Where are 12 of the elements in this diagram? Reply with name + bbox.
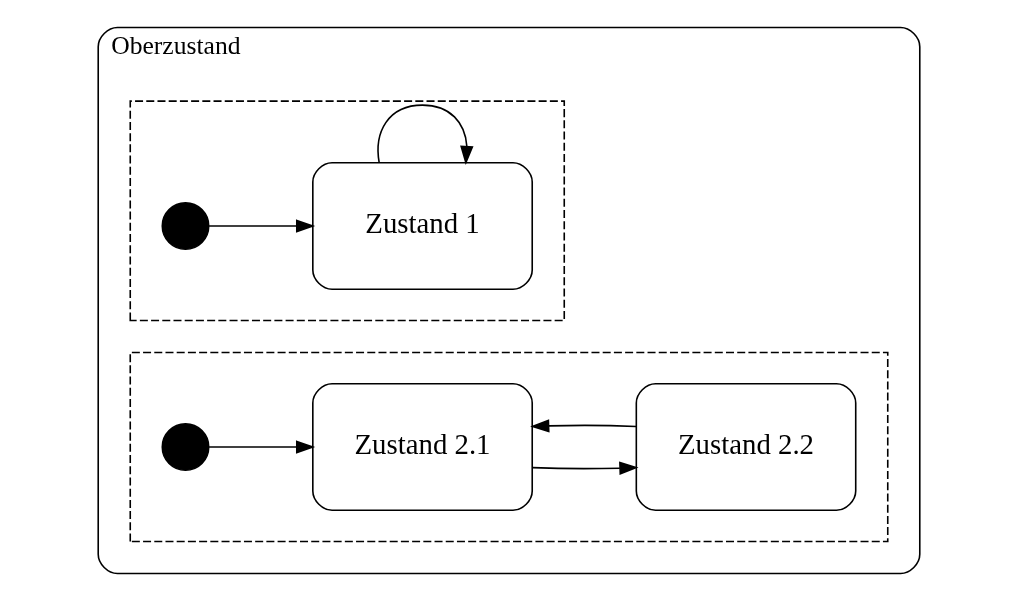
arrow <box>207 219 315 233</box>
arrow <box>207 440 315 454</box>
node-circle <box>161 423 209 472</box>
node-box: Zustand 1 <box>311 161 533 291</box>
node-box: Zustand 2.2 <box>635 382 856 512</box>
node-box: Zustand 2.1 <box>311 382 533 512</box>
node-circle <box>161 202 209 251</box>
arrow <box>531 461 638 475</box>
arrow <box>376 104 474 165</box>
arrow <box>529 419 637 433</box>
cluster <box>128 351 889 543</box>
cluster <box>128 100 565 322</box>
